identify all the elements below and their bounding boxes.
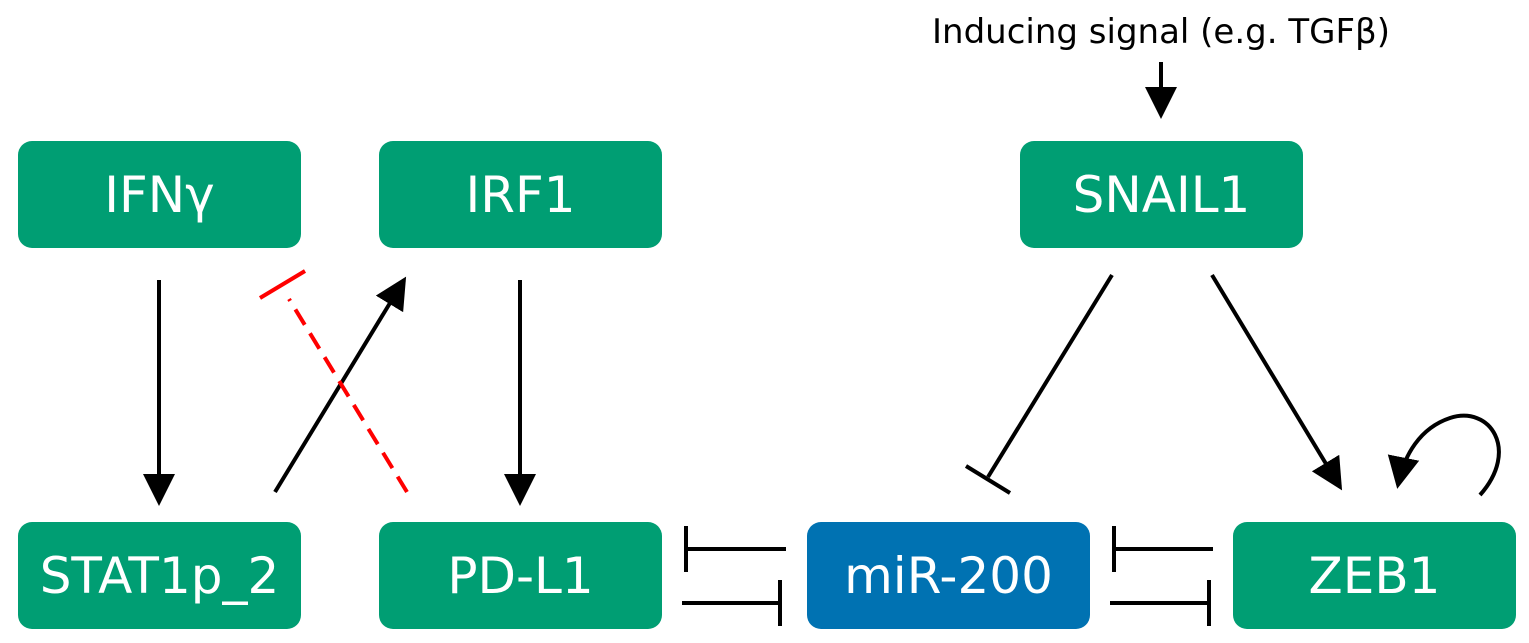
node-zeb1: ZEB1 [1233, 522, 1516, 629]
edge-pdl1-inhibits-mir200 [682, 580, 782, 626]
edge-pdl1-inhibits-ifng [258, 269, 409, 494]
edge-stat1p2-to-irf1 [273, 276, 407, 494]
edge-mir200-inhibits-zeb1 [1110, 580, 1211, 626]
node-stat1p2: STAT1p_2 [18, 522, 301, 629]
node-snail1: SNAIL1 [1020, 141, 1303, 248]
edge-mir200-inhibits-pdl1 [684, 526, 786, 572]
node-irf1: IRF1 [379, 141, 662, 248]
node-ifng: IFNγ [18, 141, 301, 248]
edge-snail1-inhibits-mir200 [964, 273, 1114, 495]
node-mir200: miR-200 [807, 522, 1090, 629]
inducing-signal-label: Inducing signal (e.g. TGFβ) [932, 12, 1390, 52]
edge-snail1-to-zeb1 [1210, 273, 1343, 491]
node-pdl1: PD-L1 [379, 522, 662, 629]
edge-zeb1-self-activation [1387, 413, 1501, 497]
edge-zeb1-inhibits-mir200 [1112, 526, 1213, 572]
